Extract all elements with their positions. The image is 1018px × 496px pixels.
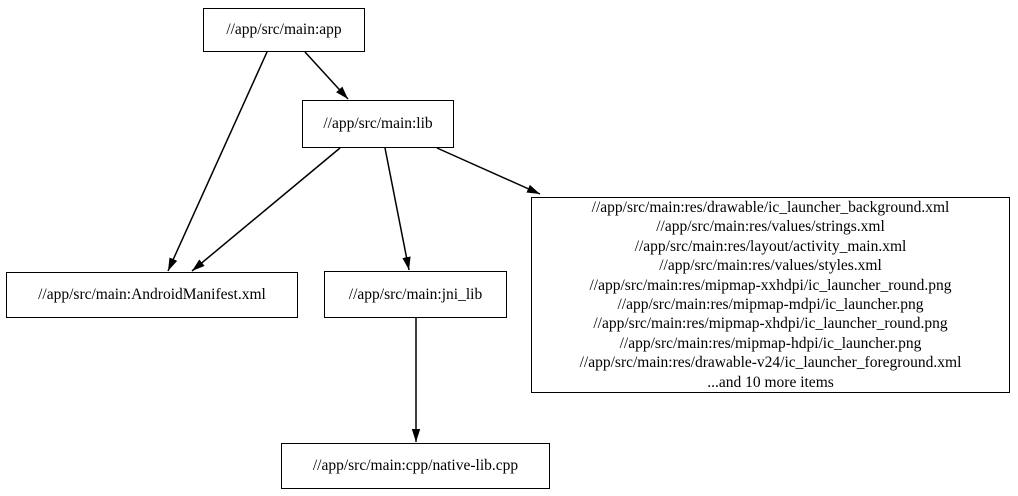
res-more-items: ...and 10 more items [707,373,834,391]
res-item: //app/src/main:res/values/styles.xml [659,257,882,275]
node-res-group: //app/src/main:res/drawable/ic_launcher_… [531,197,1010,393]
edge-lib-to-jni-lib [384,147,411,271]
node-android-manifest-label: //app/src/main:AndroidManifest.xml [38,286,266,304]
res-item: //app/src/main:res/mipmap-mdpi/ic_launch… [617,296,924,313]
edge-app-to-manifest [167,51,268,272]
node-lib-label: //app/src/main:lib [323,115,433,133]
res-item: //app/src/main:res/values/strings.xml [656,218,885,236]
node-lib: //app/src/main:lib [302,100,454,148]
edge-lib-to-manifest [191,147,341,272]
node-jni-lib-label: //app/src/main:jni_lib [348,285,483,303]
res-item: //app/src/main:res/layout/activity_main.… [634,237,907,255]
res-item: //app/src/main:res/drawable-v24/ic_launc… [579,354,962,372]
edge-app-to-lib [304,51,349,100]
res-item: //app/src/main:res/mipmap-hdpi/ic_launch… [619,334,922,352]
node-android-manifest: //app/src/main:AndroidManifest.xml [6,272,298,318]
edge-lib-to-res-group [436,147,541,195]
node-app: //app/src/main:app [203,8,365,52]
node-native-cpp-label: //app/src/main:cpp/native-lib.cpp [312,457,519,475]
res-item: //app/src/main:res/drawable/ic_launcher_… [591,198,950,216]
res-item: //app/src/main:res/mipmap-xxhdpi/ic_laun… [589,276,952,294]
node-app-label: //app/src/main:app [226,21,342,39]
res-item: //app/src/main:res/mipmap-xhdpi/ic_launc… [593,315,948,333]
node-native-cpp: //app/src/main:cpp/native-lib.cpp [281,443,550,489]
node-jni-lib: //app/src/main:jni_lib [324,271,507,318]
